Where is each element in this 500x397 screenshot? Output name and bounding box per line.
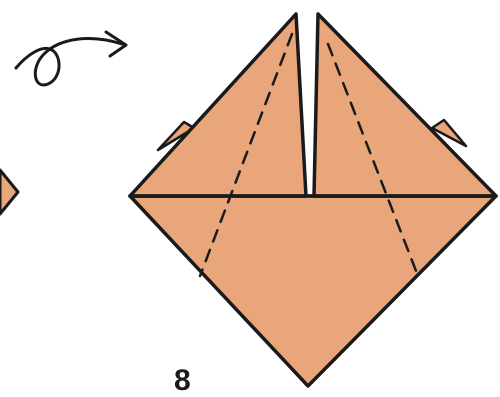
step-number: 8 <box>174 366 191 396</box>
left-upper-flap <box>130 14 306 196</box>
right-upper-flap <box>314 14 496 196</box>
lower-flap <box>130 196 496 386</box>
turn-over-arrow-icon <box>16 32 126 85</box>
previous-step-fragment <box>0 170 18 214</box>
